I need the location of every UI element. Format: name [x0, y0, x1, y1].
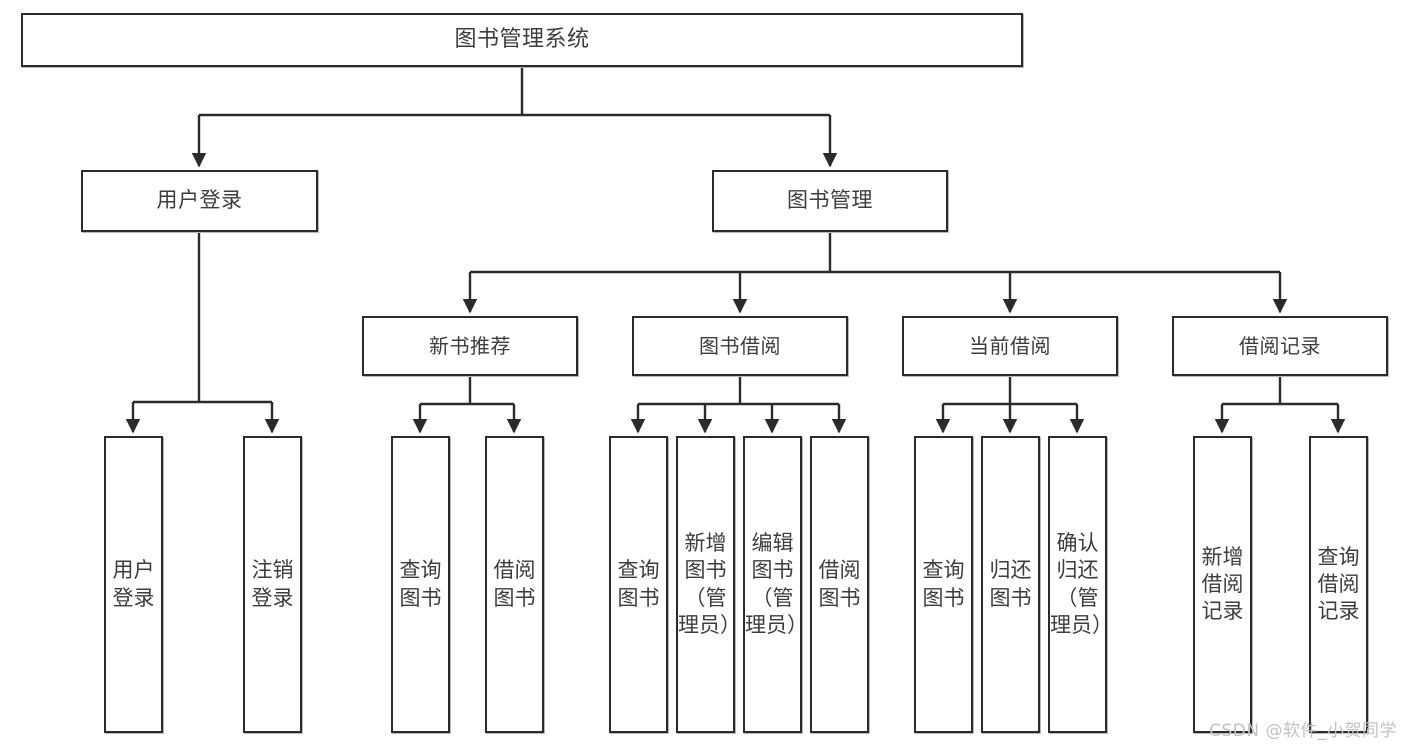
leaf-book-borrow-borrow-label: 借阅图书: [818, 558, 861, 610]
leaf-book-borrow-query-label: 查询图书: [617, 558, 660, 610]
leaf-current-borrow-query[interactable]: 查询图书: [914, 436, 973, 733]
leaf-current-borrow-return[interactable]: 归还图书: [981, 436, 1040, 733]
leaf-book-borrow-add-label: 新增图书（管理员）: [678, 530, 741, 637]
leaf-book-borrow-edit[interactable]: 编辑图书（管理员）: [743, 436, 808, 733]
leaf-user-login-signout-label: 注销登录: [251, 558, 294, 610]
node-book-borrow[interactable]: 图书借阅: [632, 316, 848, 376]
node-root[interactable]: 图书管理系统: [21, 13, 1023, 67]
leaf-book-borrow-edit-label: 编辑图书（管理员）: [745, 530, 808, 637]
leaf-new-book-query[interactable]: 查询图书: [391, 436, 450, 733]
leaf-current-borrow-query-label: 查询图书: [922, 558, 965, 610]
node-user-login-label: 用户登录: [156, 188, 243, 213]
leaf-user-login-signin[interactable]: 用户登录: [104, 436, 163, 733]
node-borrow-record[interactable]: 借阅记录: [1172, 316, 1388, 376]
leaf-current-borrow-confirm-return[interactable]: 确认归还（管理员）: [1048, 436, 1113, 733]
node-book-management-label: 图书管理: [787, 188, 873, 213]
node-user-login[interactable]: 用户登录: [81, 170, 318, 232]
leaf-user-login-signout[interactable]: 注销登录: [243, 436, 302, 733]
leaf-current-borrow-return-label: 归还图书: [989, 558, 1032, 610]
node-current-borrow[interactable]: 当前借阅: [902, 316, 1118, 376]
leaf-borrow-record-add-label: 新增借阅记录: [1201, 544, 1244, 624]
leaf-book-borrow-borrow[interactable]: 借阅图书: [810, 436, 869, 733]
node-new-book-recommend[interactable]: 新书推荐: [362, 316, 578, 376]
leaf-new-book-query-label: 查询图书: [399, 558, 442, 610]
leaf-book-borrow-query[interactable]: 查询图书: [609, 436, 668, 733]
node-root-label: 图书管理系统: [454, 26, 590, 52]
leaf-new-book-borrow-label: 借阅图书: [493, 558, 536, 610]
leaf-book-borrow-add[interactable]: 新增图书（管理员）: [676, 436, 741, 733]
node-borrow-record-label: 借阅记录: [1239, 334, 1321, 358]
node-new-book-recommend-label: 新书推荐: [429, 334, 511, 358]
node-current-borrow-label: 当前借阅: [969, 334, 1051, 358]
node-book-borrow-label: 图书借阅: [699, 334, 781, 358]
leaf-borrow-record-query-label: 查询借阅记录: [1317, 544, 1360, 624]
watermark: CSDN @软件_小贺同学: [1209, 721, 1397, 741]
leaf-new-book-borrow[interactable]: 借阅图书: [485, 436, 544, 733]
leaf-current-borrow-confirm-return-label: 确认归还（管理员）: [1050, 530, 1113, 637]
leaf-borrow-record-query[interactable]: 查询借阅记录: [1309, 436, 1368, 733]
leaf-borrow-record-add[interactable]: 新增借阅记录: [1193, 436, 1252, 733]
leaf-user-login-signin-label: 用户登录: [112, 558, 155, 610]
node-book-management[interactable]: 图书管理: [712, 170, 948, 232]
